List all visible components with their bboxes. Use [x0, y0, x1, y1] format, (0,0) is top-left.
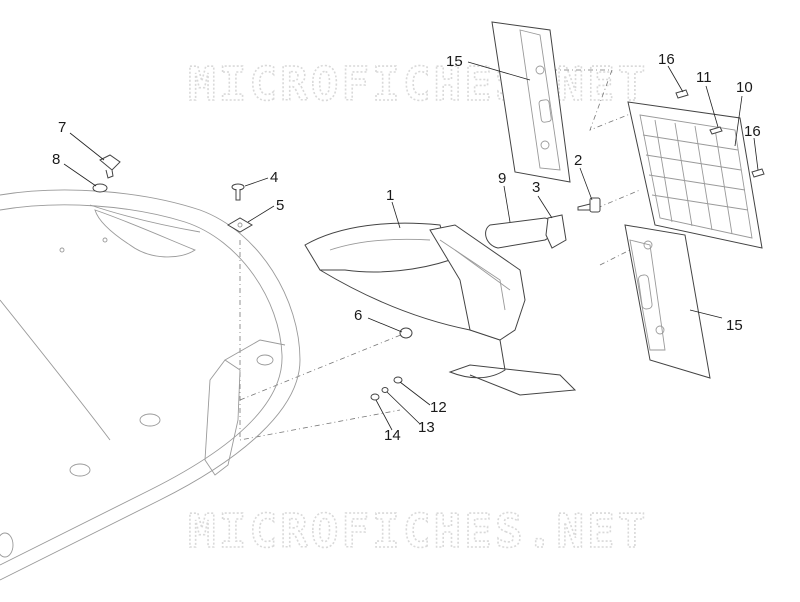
part-washer-12 [393, 376, 403, 384]
callout-5: 5 [276, 197, 284, 214]
part-screw-11 [709, 126, 723, 135]
part-screw-2 [577, 197, 601, 213]
part-nut-14 [370, 393, 380, 401]
callout-2: 2 [574, 152, 582, 169]
part-rear-fender [304, 222, 577, 396]
callout-15-upper: 15 [446, 53, 463, 70]
leader-lines [63, 61, 759, 431]
callout-10: 10 [736, 79, 753, 96]
callout-7: 7 [58, 119, 66, 136]
part-screw-16-upper [675, 89, 689, 99]
assembly-lines [239, 69, 641, 441]
callout-6: 6 [354, 307, 362, 324]
part-nut-5 [227, 217, 253, 233]
part-clip [545, 214, 567, 249]
callout-4: 4 [270, 169, 278, 186]
watermark-top: MICROFICHES.NET [188, 57, 648, 111]
callout-11: 11 [696, 69, 712, 86]
rear-body-shell [0, 189, 301, 581]
callout-8: 8 [52, 151, 60, 168]
part-reflector-lower [624, 224, 711, 379]
callout-15-lower: 15 [726, 317, 743, 334]
callout-13: 13 [418, 419, 435, 436]
callout-1: 1 [386, 187, 394, 204]
part-washer-6 [399, 327, 413, 339]
part-screw-16-lower [751, 168, 765, 178]
part-plate-holder [627, 101, 763, 249]
part-washer-8 [92, 183, 108, 193]
callout-3: 3 [532, 179, 540, 196]
callout-16-upper: 16 [658, 51, 675, 68]
callout-16-lower: 16 [744, 123, 761, 140]
callout-14: 14 [384, 427, 401, 444]
callout-12: 12 [430, 399, 447, 416]
part-screw-4 [231, 183, 245, 201]
watermark-bottom: MICROFICHES.NET [188, 504, 648, 558]
part-washer-13 [381, 387, 389, 393]
part-screw-7 [99, 154, 121, 179]
part-reflector-upper [491, 21, 571, 183]
callout-9: 9 [498, 170, 506, 187]
part-bracket [485, 217, 553, 249]
callout-labels: 1 2 3 4 5 6 7 8 9 10 11 12 13 14 15 15 1… [52, 51, 761, 444]
